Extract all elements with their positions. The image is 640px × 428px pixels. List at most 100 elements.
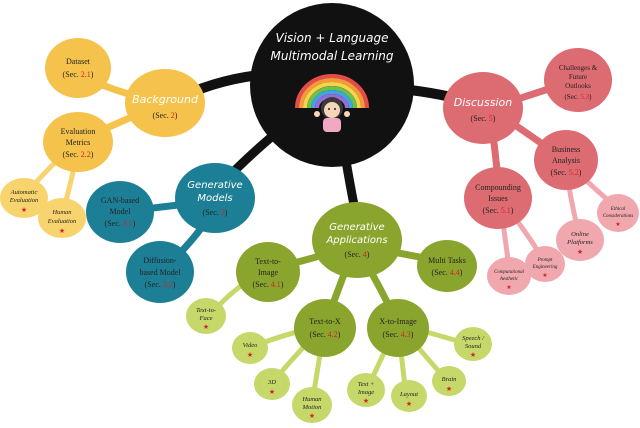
background-branch: Background (Sec. 2) Dataset (Sec. 2.1) E… — [0, 38, 205, 238]
compounding-line2: Issues — [488, 194, 508, 203]
three-d-star-icon: ★ — [269, 388, 275, 396]
challenges-node — [544, 48, 612, 112]
automatic-evaluation-line2: Evaluation — [9, 197, 39, 204]
x-to-image-line1: X-to-Image — [379, 317, 417, 326]
text-to-image-node — [236, 242, 300, 302]
business-line1: Business — [552, 145, 580, 154]
video-label: Video — [243, 342, 258, 349]
text-to-face-line1: Text-to- — [196, 307, 216, 314]
discussion-ref: (Sec. 5) — [471, 114, 496, 123]
human-evaluation-node — [38, 198, 86, 238]
background-node — [125, 69, 205, 137]
online-line1: Online — [571, 231, 589, 238]
generative-models-node — [175, 163, 255, 233]
generative-applications-branch: Generative Applications (Sec. 4) Text-to… — [186, 202, 492, 423]
generative-models-ref: (Sec. 3) — [203, 208, 228, 217]
brain-node — [432, 366, 466, 396]
layout-node — [391, 380, 427, 412]
dataset-ref: (Sec. 2.1) — [63, 70, 94, 79]
diffusion-line2: based Model — [139, 268, 181, 277]
text-image-line2: Image — [357, 389, 374, 396]
generative-models-title-line2: Models — [197, 193, 232, 204]
multi-tasks-node — [417, 240, 477, 292]
background-title: Background — [132, 93, 199, 106]
prompt-line2: Engineering — [532, 265, 558, 270]
ethical-line2: Considerations — [603, 214, 634, 219]
dataset-node — [45, 38, 111, 98]
evaluation-ref: (Sec. 2.2) — [63, 150, 94, 159]
discussion-branch: Discussion (Sec. 5) Challenges & Future … — [443, 48, 639, 295]
human-motion-line1: Human — [301, 396, 321, 403]
brain-label: Brain — [442, 376, 457, 383]
discussion-node — [443, 72, 523, 144]
online-star-icon: ★ — [577, 248, 583, 256]
computational-aesthetic-node — [487, 257, 531, 295]
text-image-line1: Text + — [358, 381, 375, 388]
gan-ref: (Sec. 3.1) — [105, 219, 136, 228]
x-to-image-ref: (Sec. 4.3) — [383, 330, 414, 339]
online-line2: Platforms — [566, 239, 593, 246]
gan-line2: Model — [110, 207, 132, 216]
multi-tasks-ref: (Sec. 4.4) — [432, 268, 463, 277]
generative-applications-title-line1: Generative — [329, 222, 384, 233]
generative-applications-title-line2: Applications — [325, 235, 387, 246]
compounding-line1: Compounding — [475, 183, 521, 192]
compounding-ref: (Sec. 5.1) — [483, 206, 514, 215]
challenges-line1: Challenges & — [559, 64, 598, 72]
generative-applications-node — [312, 202, 402, 278]
text-to-face-node — [186, 298, 226, 334]
human-motion-node — [292, 387, 332, 423]
layout-label: Layout — [399, 391, 418, 398]
text-to-x-node — [294, 299, 356, 357]
ethical-line1: Ethical — [610, 207, 626, 212]
evaluation-metrics-node — [43, 112, 113, 172]
dataset-title: Dataset — [66, 57, 91, 66]
text-to-image-line2: Image — [258, 268, 278, 277]
diffusion-line1: Diffusion- — [143, 256, 177, 265]
human-evaluation-line2: Evaluation — [47, 218, 77, 225]
evaluation-title-line2: Metrics — [66, 138, 90, 147]
diffusion-ref: (Sec. 3.2) — [145, 280, 176, 289]
video-node — [232, 332, 268, 364]
automatic-evaluation-line1: Automatic — [10, 189, 38, 196]
prompt-line1: Prompt — [537, 258, 553, 263]
prompt-engineering-node — [525, 246, 565, 282]
human-evaluation-line1: Human — [51, 209, 71, 216]
three-d-node — [254, 368, 290, 400]
evaluation-title-line1: Evaluation — [61, 127, 96, 136]
human-motion-line2: Motion — [302, 404, 322, 411]
text-to-face-star-icon: ★ — [203, 323, 209, 331]
computational-line1: Computational — [494, 270, 525, 275]
business-ref: (Sec. 5.2) — [551, 168, 582, 177]
text-to-face-line2: Face — [199, 315, 213, 322]
discussion-title: Discussion — [454, 96, 513, 109]
speech-sound-line1: Speech / — [462, 335, 485, 342]
human-evaluation-star-icon: ★ — [59, 227, 65, 235]
business-analysis-node — [534, 130, 598, 190]
background-ref: (Sec. 2) — [153, 111, 178, 120]
gan-based-model-node — [86, 181, 154, 243]
brain-star-icon: ★ — [446, 385, 452, 393]
challenges-line2: Future — [569, 73, 587, 81]
human-motion-star-icon: ★ — [309, 412, 315, 420]
speech-sound-star-icon: ★ — [470, 351, 476, 359]
center-title-line1: Vision + Language — [276, 31, 389, 45]
business-line2: Analysis — [552, 156, 580, 165]
text-to-image-ref: (Sec. 4.1) — [253, 280, 284, 289]
layout-star-icon: ★ — [406, 400, 412, 408]
x-to-image-node — [367, 299, 429, 357]
computational-line2: Aesthetic — [499, 277, 519, 282]
ethical-star-icon: ★ — [615, 221, 620, 228]
center-title-line2: Multimodal Learning — [271, 49, 394, 63]
gan-line1: GAN-based — [101, 196, 139, 205]
text-image-star-icon: ★ — [363, 397, 369, 405]
video-star-icon: ★ — [247, 351, 253, 359]
computational-star-icon: ★ — [506, 284, 511, 291]
three-d-label: 3D — [267, 379, 276, 386]
compounding-issues-node — [464, 167, 532, 229]
text-to-x-line1: Text-to-X — [309, 317, 341, 326]
speech-sound-node — [454, 327, 492, 361]
challenges-ref: (Sec. 5.3) — [564, 93, 592, 101]
